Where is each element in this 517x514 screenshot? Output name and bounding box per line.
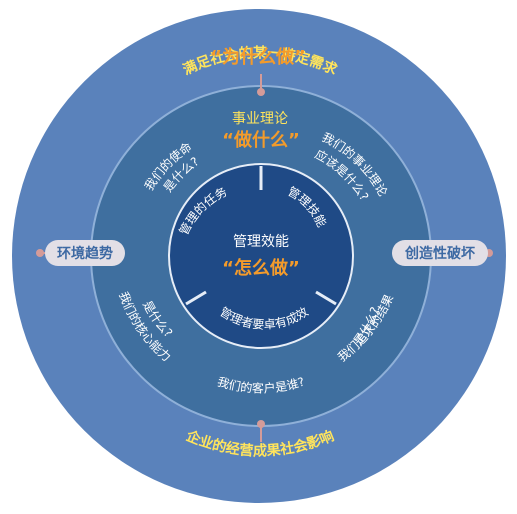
inner-emphasis: “怎么做” [222,257,300,279]
inner-circle [168,163,354,349]
inner-divider-right [315,290,337,306]
pill-environment-label: 环境趋势 [57,245,113,262]
inner-title: 管理效能 [233,234,289,250]
connector-top-dot [257,88,265,96]
pill-destruction-bg [392,240,488,266]
inner-divider-left [185,290,207,306]
connector-bottom-dot [257,420,265,428]
middle-top-label: 事业理论 [232,111,288,127]
pill-destruction-label: 创造性破坏 [404,245,475,262]
connector-left-dot-outer [36,249,44,257]
middle-top-emphasis: “做什么” [222,129,300,151]
q-customer: 我们的客户是谁? [216,375,307,396]
pill-environment-bg [45,240,125,266]
outer-top-emphasis: “为什么做” [210,46,306,68]
